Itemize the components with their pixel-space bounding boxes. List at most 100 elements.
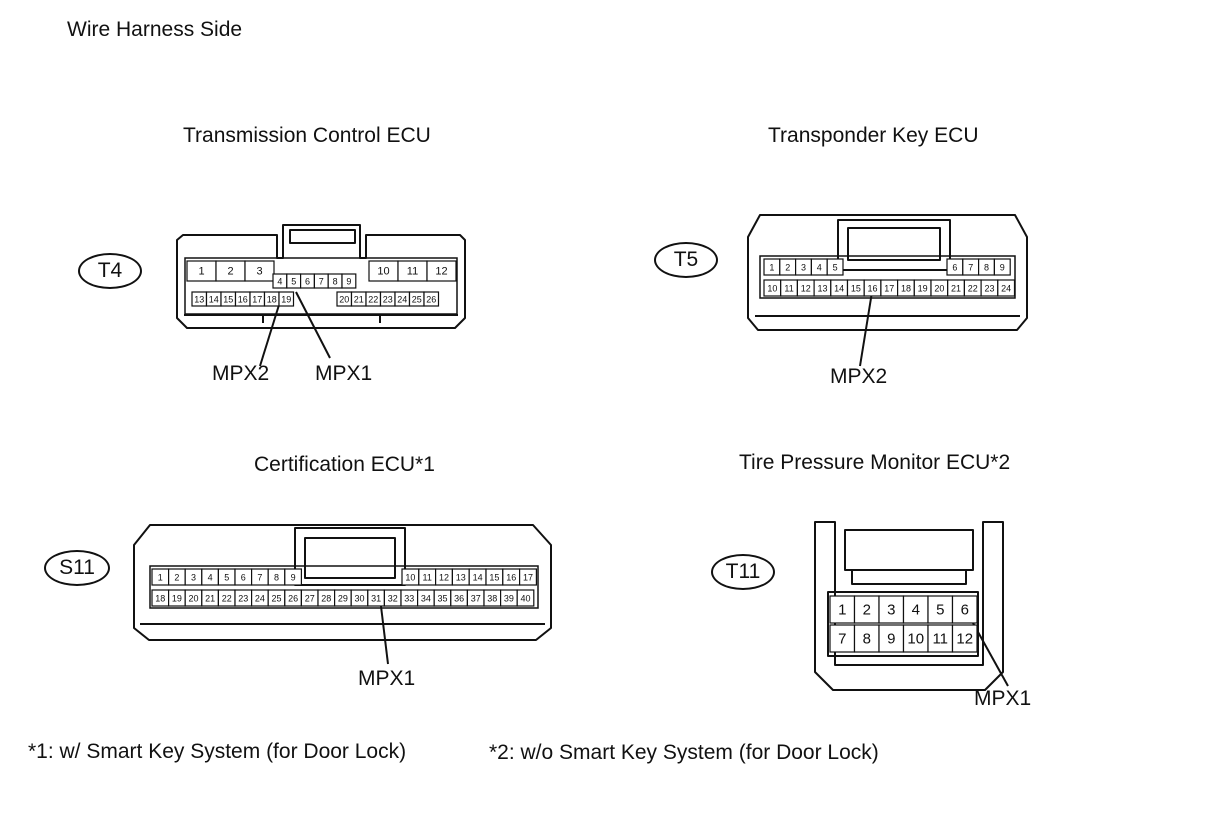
- t4-pin-number: 16: [238, 295, 248, 305]
- footnote-2: *2: w/o Smart Key System (for Door Lock): [489, 741, 879, 764]
- t5-pin-number: 5: [833, 263, 838, 273]
- t11-pin-cell: [878, 595, 905, 624]
- t4-latch: [289, 229, 356, 244]
- t11-code: T11: [725, 560, 761, 583]
- t4-pin-number: 22: [368, 295, 378, 305]
- s11-pin-number: 18: [155, 594, 165, 604]
- t4-pin-number: 5: [291, 277, 296, 287]
- t4-pin-cell: [426, 260, 457, 282]
- t5-pin-number: 22: [968, 284, 978, 294]
- t5-pin-number: 9: [1000, 263, 1005, 273]
- t11-pin-number: 7: [838, 631, 846, 648]
- s11-pin-number: 3: [191, 573, 196, 583]
- t5-pin-number: 20: [934, 284, 944, 294]
- s11-title: Certification ECU*1: [254, 453, 435, 476]
- s11-latch: [304, 537, 396, 579]
- t5-pin-number: 4: [817, 263, 822, 273]
- s11-pin-number: 29: [338, 594, 348, 604]
- t5-latch: [847, 227, 941, 261]
- t4-pin-number: 13: [194, 295, 204, 305]
- t5-pin-cell: [826, 258, 844, 276]
- s11-pin-number: 35: [437, 594, 447, 604]
- t4-pin-number: 14: [209, 295, 219, 305]
- t4-pin-number: 12: [435, 266, 447, 278]
- t11-pin-number: 3: [887, 602, 895, 619]
- t11-pin-number: 10: [907, 631, 924, 648]
- s11-pin-number: 7: [257, 573, 262, 583]
- s11-pin-cell: [518, 568, 537, 586]
- s11-pin-number: 40: [520, 594, 530, 604]
- t4-pin-number: 2: [227, 266, 233, 278]
- s11-pin-number: 27: [305, 594, 315, 604]
- t5-leader-mpx2: [859, 291, 873, 367]
- t5-pin-number: 14: [834, 284, 844, 294]
- s11-pin-cell: [284, 568, 302, 586]
- pin-block-frame: [759, 255, 1016, 299]
- t4-pin-number: 20: [339, 295, 349, 305]
- t4-pin-number: 26: [426, 295, 436, 305]
- s11-pin-number: 1: [158, 573, 163, 583]
- t5-pin-cell: [997, 279, 1016, 297]
- t5-pin-number: 6: [952, 263, 957, 273]
- t4-pin-number: 15: [223, 295, 233, 305]
- t4-label-mpx2: MPX2: [212, 362, 270, 385]
- s11-pin-number: 24: [255, 594, 265, 604]
- t11-pin-cell: [951, 624, 978, 653]
- s11-pin-number: 34: [421, 594, 431, 604]
- s11-pin-number: 20: [188, 594, 198, 604]
- s11-pin-number: 11: [423, 573, 432, 583]
- page-header: Wire Harness Side: [67, 18, 243, 41]
- s11-pin-number: 25: [271, 594, 281, 604]
- t5-title: Transponder Key ECU: [768, 124, 979, 147]
- t4-code: T4: [97, 259, 123, 282]
- t4-pin-number: 3: [256, 266, 262, 278]
- s11-pin-number: 5: [224, 573, 229, 583]
- t11-pin-number: 5: [936, 602, 944, 619]
- t11-pin-cell: [951, 595, 978, 624]
- t4-pin-number: 7: [319, 277, 324, 287]
- t4-title: Transmission Control ECU: [183, 124, 431, 147]
- t4-pin-cell: [244, 260, 275, 282]
- s11-pin-number: 21: [205, 594, 215, 604]
- t11-title: Tire Pressure Monitor ECU*2: [739, 451, 1011, 474]
- t11-pin-number: 12: [956, 631, 973, 648]
- s11-pin-number: 37: [471, 594, 481, 604]
- t5-pin-number: 7: [968, 263, 973, 273]
- t4-pin-number: 1: [198, 266, 204, 278]
- t5-pin-number: 10: [767, 284, 777, 294]
- s11-pin-number: 17: [523, 573, 533, 583]
- pin-block-frame: [184, 257, 458, 315]
- s11-pin-number: 15: [489, 573, 499, 583]
- t11-pin-frame: [827, 591, 979, 657]
- s11-pin-number: 39: [504, 594, 514, 604]
- t11-pin-number: 1: [838, 602, 846, 619]
- s11-pin-number: 32: [388, 594, 398, 604]
- t4-pin-number: 11: [407, 266, 418, 278]
- t5-housing: [747, 214, 1028, 331]
- s11-code-badge: S11: [44, 550, 110, 586]
- s11-pin-number: 12: [439, 573, 449, 583]
- t5-pin-number: 13: [817, 284, 827, 294]
- t4-pin-number: 21: [354, 295, 364, 305]
- t11-pin-cell: [853, 624, 880, 653]
- s11-pin-cell: [516, 589, 535, 607]
- t11-pin-number: 4: [912, 602, 920, 619]
- t11-pin-number: 11: [932, 631, 948, 648]
- t11-pin-number: 6: [961, 602, 969, 619]
- s11-pin-number: 31: [371, 594, 381, 604]
- t4-pin-cell: [423, 291, 440, 307]
- s11-label-mpx1: MPX1: [358, 667, 416, 690]
- t4-pin-number: 6: [305, 277, 310, 287]
- t4-pin-number: 25: [412, 295, 422, 305]
- t5-pin-number: 15: [851, 284, 861, 294]
- footnote-1: *1: w/ Smart Key System (for Door Lock): [28, 740, 407, 763]
- t5-pin-number: 24: [1001, 284, 1011, 294]
- s11-pin-number: 30: [354, 594, 364, 604]
- t11-label-mpx1: MPX1: [974, 687, 1032, 710]
- s11-pin-number: 4: [208, 573, 213, 583]
- t4-pin-cell: [341, 273, 357, 289]
- t4-pin-number: 23: [383, 295, 393, 305]
- t4-pin-number: 9: [346, 277, 351, 287]
- s11-pin-number: 19: [172, 594, 182, 604]
- t4-pin-number: 18: [267, 295, 277, 305]
